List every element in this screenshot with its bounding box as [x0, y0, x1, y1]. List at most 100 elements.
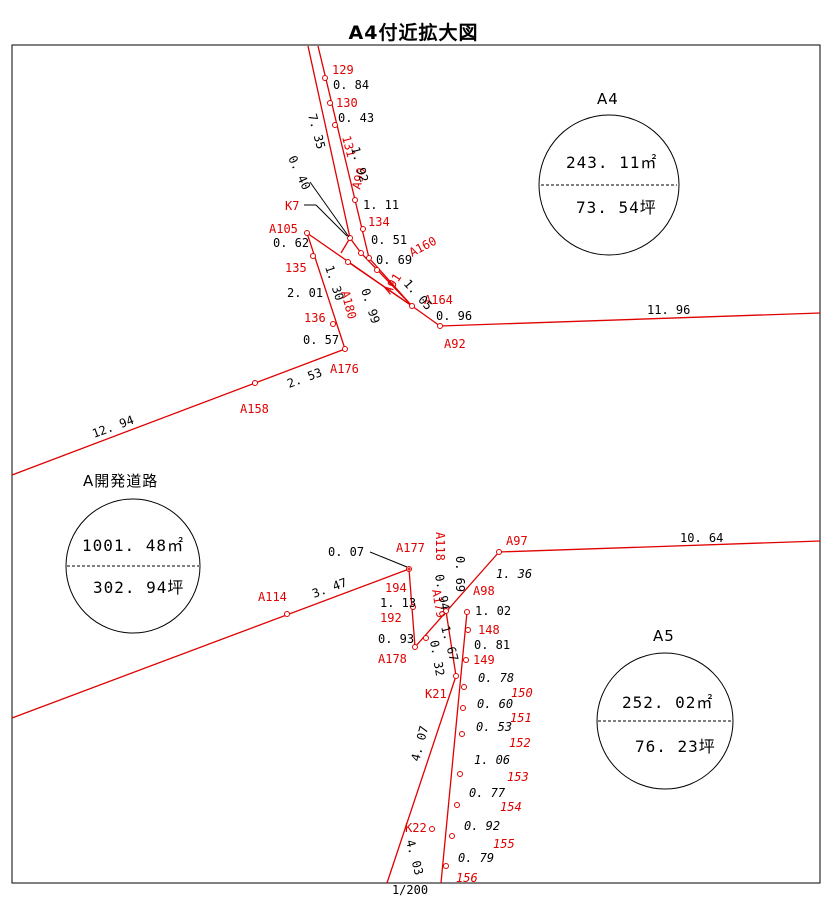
label-154: 154 — [500, 800, 522, 814]
label-151: 151 — [510, 711, 532, 725]
point-a177-inner — [407, 567, 411, 571]
dist-0-51: 0. 51 — [371, 233, 407, 247]
dist-0-84: 0. 84 — [333, 78, 369, 92]
label-a179: A179 — [429, 588, 448, 619]
scale-label: 1/200 — [391, 883, 429, 897]
point-153 — [457, 771, 463, 777]
parcel-road: A開発道路 1001. 48㎡ 302. 94坪 — [65, 472, 201, 634]
label-a105: A105 — [269, 222, 298, 236]
parcel-a5-name: A5 — [653, 627, 675, 645]
label-a178: A178 — [378, 652, 407, 666]
point-a91 — [374, 267, 380, 273]
label-a118: A118 — [433, 532, 447, 561]
point-a178 — [412, 644, 418, 650]
point-a164 — [409, 303, 415, 309]
drawing-title: A4付近拡大図 — [348, 22, 479, 44]
line-a176-west — [11, 348, 346, 476]
point-135 — [310, 253, 316, 259]
point-a176 — [342, 346, 348, 352]
dist-0-43: 0. 43 — [338, 111, 374, 125]
dist-0-79: 0. 79 — [458, 851, 494, 865]
label-130: 130 — [336, 96, 358, 110]
label-192: 192 — [380, 611, 402, 625]
line-a97-east — [498, 540, 821, 553]
label-155: 155 — [493, 837, 515, 851]
dist-0-81: 0. 81 — [474, 638, 510, 652]
label-135: 135 — [285, 261, 307, 275]
line-a105-a176 — [306, 232, 346, 350]
point-a92 — [437, 323, 443, 329]
line-k7-center — [349, 237, 362, 254]
dist-7-35: 7. 35 — [305, 112, 328, 151]
drawing-frame — [11, 44, 821, 884]
dist-0-92: 0. 92 — [464, 819, 500, 833]
line-a177-west — [11, 568, 410, 719]
dist-3-47: 3. 47 — [310, 575, 349, 601]
label-a97: A97 — [506, 534, 528, 548]
parcel-a5-circle — [596, 652, 734, 790]
label-a177: A177 — [396, 541, 425, 555]
line-a160 — [368, 257, 413, 307]
point-150 — [461, 684, 467, 690]
point-a160 — [366, 255, 372, 261]
point-a97 — [496, 549, 502, 555]
parcel-road-area: 1001. 48㎡ — [82, 536, 184, 555]
parcel-a5-area: 252. 02㎡ — [622, 693, 713, 712]
point-a158 — [252, 380, 258, 386]
dist-10-64: 10. 64 — [680, 531, 723, 545]
point-131 — [332, 122, 338, 128]
dist-0-07: 0. 07 — [328, 545, 364, 559]
point-130 — [327, 100, 333, 106]
parcel-a4-tsubo: 73. 54坪 — [576, 198, 657, 217]
dist-0-96: 0. 96 — [436, 309, 472, 323]
point-148 — [465, 627, 471, 633]
dist-0-32: 0. 32 — [427, 639, 447, 677]
line-a92-east — [439, 312, 821, 327]
point-134 — [360, 226, 366, 232]
dist-0-69-south: 0. 69 — [453, 556, 467, 592]
line-a98-south — [440, 611, 468, 884]
point-194 — [410, 604, 416, 610]
point-152 — [459, 731, 465, 737]
point-192 — [423, 635, 429, 641]
point-136 — [330, 321, 336, 327]
point-154 — [454, 802, 460, 808]
dist-11-96: 11. 96 — [647, 303, 690, 317]
label-153: 153 — [507, 770, 529, 784]
dist-0-62: 0. 62 — [273, 236, 309, 250]
label-131: 131 — [339, 134, 358, 159]
parcel-a4: A4 243. 11㎡ 73. 54坪 — [538, 90, 680, 256]
point-k22 — [429, 826, 435, 832]
point-a180 — [345, 259, 351, 265]
line-a178-a97 — [414, 551, 500, 648]
boundary-lines — [11, 45, 821, 884]
label-k22: K22 — [405, 821, 427, 835]
point-center — [358, 250, 364, 256]
point-a105 — [304, 230, 310, 236]
dist-4-07: 4. 07 — [408, 724, 431, 763]
parcel-a4-circle — [538, 114, 680, 256]
point-155 — [449, 833, 455, 839]
label-194: 194 — [385, 581, 407, 595]
leader-lines — [304, 181, 408, 568]
parcel-road-tsubo: 302. 94坪 — [93, 578, 184, 597]
dist-0-99: 0. 99 — [358, 287, 382, 326]
label-a164: A164 — [424, 293, 453, 307]
label-150: 150 — [511, 686, 533, 700]
label-134: 134 — [368, 215, 390, 229]
parcel-road-circle — [65, 498, 201, 634]
label-156: 156 — [456, 871, 478, 885]
dist-0-77: 0. 77 — [469, 786, 506, 800]
point-129 — [322, 75, 328, 81]
point-a114 — [284, 611, 290, 617]
line-a179-k21 — [445, 610, 457, 677]
point-a90 — [352, 197, 358, 203]
line-west-strip — [307, 45, 351, 239]
label-a92: A92 — [444, 337, 466, 351]
dist-0-40: 0. 40 — [285, 153, 313, 192]
line-a164-a92 — [411, 305, 441, 327]
dist-0-94: 0. 94 — [432, 573, 452, 611]
dist-0-69-north: 0. 69 — [376, 253, 412, 267]
label-148: 148 — [478, 623, 500, 637]
label-k7: K7 — [285, 199, 299, 213]
